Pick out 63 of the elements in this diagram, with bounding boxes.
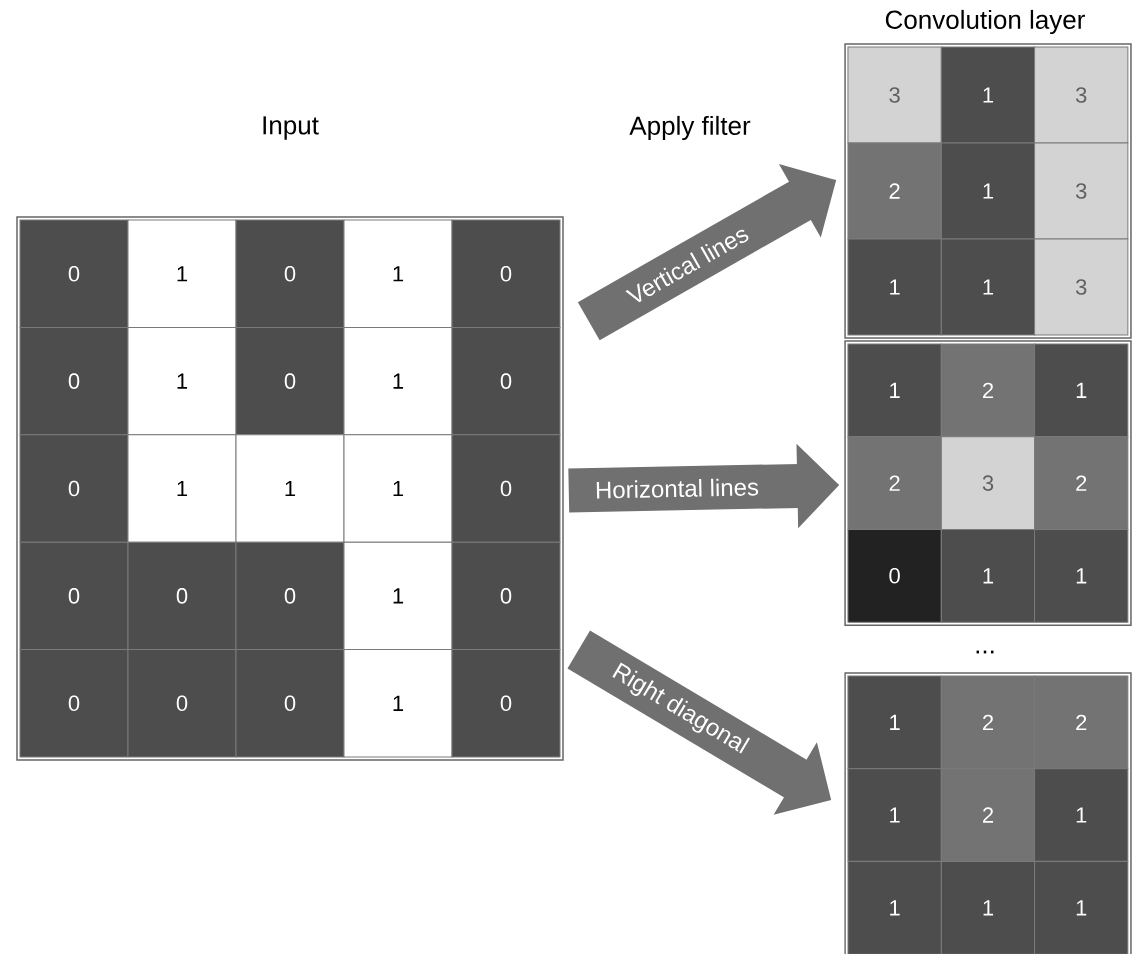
node-label: 1 — [890, 900, 900, 916]
grid-cell: 0 — [451, 219, 561, 328]
grid-cell: 3 — [1034, 46, 1129, 144]
grid-cell: 1 — [127, 326, 237, 436]
grid-cell: 1 — [1034, 768, 1129, 862]
grid-cell: 1 — [343, 649, 453, 758]
grid-cell: 2 — [1034, 436, 1129, 530]
grid-cell: 1 — [847, 343, 942, 438]
grid-cell: 0 — [127, 649, 237, 758]
grid-cell: 0 — [19, 434, 129, 543]
grid-cell: 1 — [343, 219, 453, 328]
heading: Convolution layer — [885, 9, 1085, 35]
grid-cell: 0 — [127, 541, 237, 651]
grid-cell: 1 — [940, 238, 1036, 336]
grid-cell: 0 — [235, 541, 345, 651]
grid-cell: 1 — [343, 326, 453, 436]
grid-cell: 2 — [847, 436, 942, 530]
grid-cell: 1 — [847, 768, 942, 862]
grid — [844, 672, 1132, 954]
grid-cell: 0 — [235, 649, 345, 758]
grid-cell: 1 — [940, 528, 1036, 623]
ellipsis: ... — [976, 650, 994, 654]
grid-cell: 1 — [940, 860, 1036, 954]
grid-cell: 1 — [343, 541, 453, 651]
grid-cell: 2 — [940, 768, 1036, 862]
grid-cell: 1 — [940, 46, 1036, 144]
grid-cell: 1 — [847, 860, 942, 954]
grid-cell: 1 — [127, 219, 237, 328]
grid-cell: 3 — [940, 436, 1036, 530]
grid-cell: 1 — [1034, 528, 1129, 623]
grid — [844, 43, 1132, 339]
grid-cell: 0 — [235, 326, 345, 436]
grid-cell: 1 — [940, 142, 1036, 240]
grid-cell: 2 — [940, 675, 1036, 770]
grid-cell: 3 — [1034, 142, 1129, 240]
grid-cell: 1 — [1034, 860, 1129, 954]
node-label: 1 — [1076, 900, 1087, 916]
grid — [844, 340, 1132, 626]
grid-cell: 0 — [451, 649, 561, 758]
grid-cell: 1 — [235, 434, 345, 543]
grid-cell: 1 — [1034, 343, 1129, 438]
node-label: 1 — [983, 900, 994, 916]
grid-cell: 2 — [940, 343, 1036, 438]
grid-cell: 0 — [19, 649, 129, 758]
grid-cell: 3 — [847, 46, 942, 144]
grid-heading: Input — [263, 116, 319, 140]
grid-cell: 0 — [451, 434, 561, 543]
grid-cell: 0 — [451, 541, 561, 651]
edge-label: Horizontal lines — [596, 478, 759, 499]
grid-cell: 0 — [19, 219, 129, 328]
grid-cell: 0 — [847, 528, 942, 623]
grid-cell: 0 — [235, 219, 345, 328]
heading: Apply filter — [629, 115, 751, 141]
grid-cell: 0 — [451, 326, 561, 436]
grid-cell: 1 — [343, 434, 453, 543]
grid-cell: 2 — [847, 142, 942, 240]
grid-cell: 1 — [127, 434, 237, 543]
grid-cell: 1 — [847, 238, 942, 336]
grid-cell: 0 — [19, 541, 129, 651]
grid-cell: 3 — [1034, 238, 1129, 336]
grid-cell: 1 — [847, 675, 942, 770]
grid-cell: 2 — [1034, 675, 1129, 770]
grid-cell: 0 — [19, 326, 129, 436]
